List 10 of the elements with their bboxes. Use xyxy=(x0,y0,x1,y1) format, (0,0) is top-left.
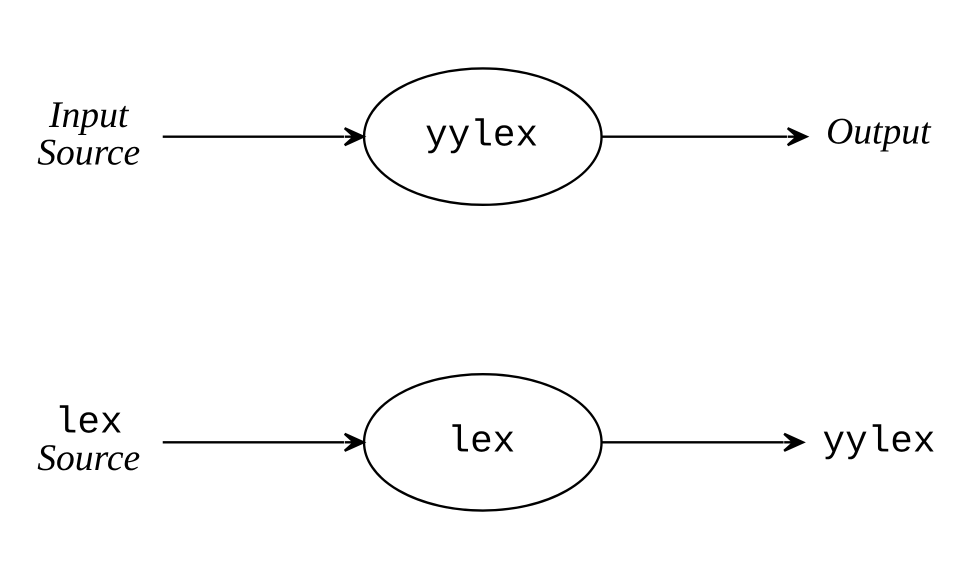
node-text: yylex xyxy=(822,421,935,464)
node-text: Output xyxy=(826,110,930,152)
arrow xyxy=(601,127,808,146)
node-text: lex Source xyxy=(36,402,140,480)
node-ellipse: yylex xyxy=(362,67,602,206)
arrow xyxy=(162,127,364,146)
node-text: Input Source xyxy=(36,94,140,174)
arrow xyxy=(601,432,804,452)
node-ellipse: lex xyxy=(362,372,602,512)
arrow xyxy=(162,432,364,452)
